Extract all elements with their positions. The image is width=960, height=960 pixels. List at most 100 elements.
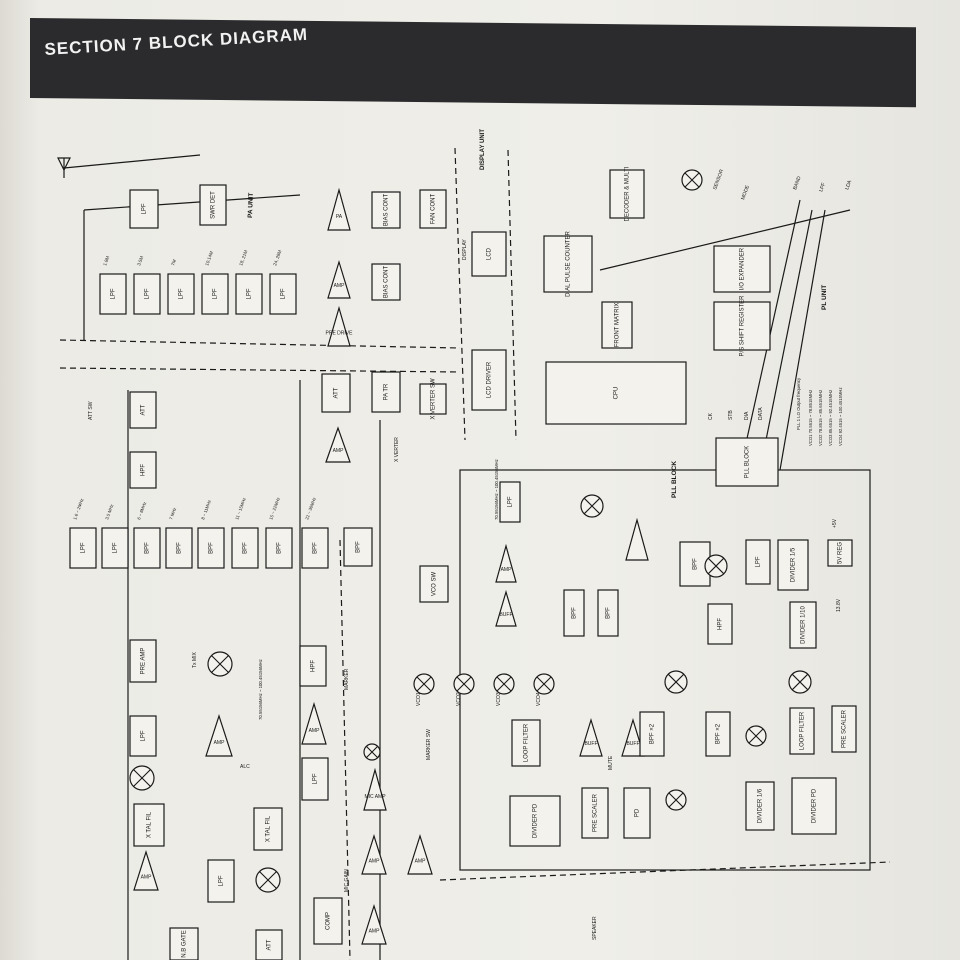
alc-label: ALC xyxy=(240,764,250,770)
att-2-label: ATT xyxy=(334,387,340,398)
vco-2-icon-cross xyxy=(456,676,472,692)
mixer-tx-cross xyxy=(211,655,229,673)
divider-pd2-label: DIVIDER PD xyxy=(812,788,818,823)
mic-gain-label: MIC GAIN xyxy=(344,869,350,892)
lpf-4-box xyxy=(207,859,235,903)
bpf-pll-label: BPF xyxy=(693,558,699,570)
freq-mix-1: 70.55156MHz ~ 100.45156MHz xyxy=(258,659,263,720)
pre-drive-label: PRE DRIVE xyxy=(326,331,354,337)
hpf-pll-box xyxy=(707,603,733,645)
divider-pd-label: DIVIDER PD xyxy=(533,803,539,838)
bpf-band-5: 11 ~ 15MHz xyxy=(234,497,247,520)
reg-5v-label: 5V REG xyxy=(838,542,844,564)
amp-q8-label: AMP xyxy=(214,740,226,746)
bpf-band-0: 1.6 ~ 2MHz xyxy=(72,498,84,520)
buff-2-label: BUFF xyxy=(626,741,639,747)
xtal-osc-2-cross xyxy=(748,728,764,744)
bpf-band-2: 6 ~ 8MHz xyxy=(136,501,147,520)
amp-drive-label: AMP xyxy=(334,283,346,289)
cpu-box xyxy=(545,361,687,425)
data-label: DATA xyxy=(758,407,764,420)
band-label-1: 3.5M xyxy=(136,255,144,266)
loop-filter-label: LOOP FILTER xyxy=(524,723,530,762)
lcd-box xyxy=(471,231,507,277)
decoder-label: DECODER & MULTI xyxy=(625,166,631,221)
mode: MODE xyxy=(740,184,751,201)
bias-cont-2-label: BIAS CONT xyxy=(384,265,390,298)
divider-16-label: DIVIDER 1/6 xyxy=(758,788,764,823)
pl-unit-label: PL UNIT xyxy=(821,285,828,310)
dial-pulse-label: DIAL PULSE COUNTER xyxy=(566,230,572,296)
pll-block-label: PLL BLOCK xyxy=(671,461,678,498)
bpf-bank-5-box xyxy=(231,527,259,569)
att-label: ATT xyxy=(141,404,147,415)
amp-agc-label: AMP xyxy=(141,875,153,881)
bias-cont-1-box xyxy=(371,191,401,229)
buff-vco-amp-symbol xyxy=(495,589,517,627)
bpf-bank-1-label: LPF xyxy=(113,542,119,553)
lpf-4-label: LPF xyxy=(219,875,225,886)
pre-scaler2-box xyxy=(831,705,857,753)
sensor: SENSOR xyxy=(712,168,725,190)
bpf-band-7: 22 ~ 30MHz xyxy=(304,497,317,521)
xtal-fil-2-box xyxy=(253,807,283,851)
bpf-x2a-box xyxy=(639,711,665,757)
amp-q4-amp-symbol xyxy=(325,426,351,463)
divider-pd-box xyxy=(509,795,561,847)
loop-filter-box xyxy=(511,719,541,767)
lpf-bank-2-label: LPF xyxy=(179,288,185,299)
nb-gate-label: N.B GATE xyxy=(182,930,188,958)
band-label-5: 24, 28M xyxy=(272,249,282,266)
vco-range-2: VCO3 85.6515 ~ 92.4515MHz xyxy=(828,390,833,446)
bpf-bank-3-box xyxy=(165,527,193,569)
lpf-bank-1-label: LPF xyxy=(145,288,151,299)
vco-range-0: VCO1 70.5515 ~ 78.8515MHz xyxy=(808,390,813,446)
pll-mixer-2-cross xyxy=(707,557,725,575)
pa-amp-symbol xyxy=(327,187,351,231)
pll-block-box-label: PLL BLOCK xyxy=(745,446,751,478)
pll-mixer-1-cross xyxy=(583,497,601,515)
bpf-bank-2-box xyxy=(133,527,161,569)
loop-filter2-label: LOOP FILTER xyxy=(800,711,806,750)
dia-label: DIA xyxy=(744,411,750,420)
nb-gate-box xyxy=(169,927,199,960)
pa-label: PA xyxy=(336,214,343,220)
lpf-top-box xyxy=(129,189,159,229)
bpf-pll2-box xyxy=(563,589,585,637)
reg-5v-box xyxy=(827,539,853,567)
display-unit-label: DISPLAY UNIT xyxy=(480,129,486,170)
lpf-3-box xyxy=(301,757,329,801)
bpf-bank-4-label: BPF xyxy=(209,542,215,554)
pre-drive-amp-symbol xyxy=(327,305,351,347)
vco-3-icon-cross xyxy=(496,676,512,692)
mute-label: MUTE xyxy=(608,755,614,770)
amp-mic2-label: AMP xyxy=(415,859,427,865)
bpf-bank-4-box xyxy=(197,527,225,569)
att-box xyxy=(129,391,157,429)
bpf-bank-0-label: LPF xyxy=(81,542,87,553)
bpf-x2b-label: BPF ×2 xyxy=(716,723,722,744)
lpf-top-label: LPF xyxy=(142,203,148,214)
vco-sw-label: VCO SW xyxy=(432,572,438,597)
amp-mic3-amp-symbol xyxy=(361,904,387,945)
hpf-box xyxy=(129,451,157,489)
bpf-bank-5-label: BPF xyxy=(243,542,249,554)
amp-q1-label: AMP xyxy=(309,728,321,734)
bpf-bank-2-label: BPF xyxy=(145,542,151,554)
bpf-bank-6-label: BPF xyxy=(277,542,283,554)
io-expander-box xyxy=(713,245,771,293)
amp-q8-amp-symbol xyxy=(205,714,233,757)
amp-q4-label: AMP xyxy=(333,448,345,454)
lpf-bank-2-box xyxy=(167,273,195,315)
pll-block-box-box xyxy=(715,437,779,487)
mic-amp-label: MIC AMP xyxy=(364,794,386,800)
lpf-mix-box xyxy=(129,715,157,757)
vco-range-3: VCO4 92.4515 ~ 100.4515MHz xyxy=(838,387,843,446)
cpu-label: CPU xyxy=(614,387,620,400)
amp-vco-label: AMP xyxy=(501,567,513,573)
vco-range-1: VCO2 78.8515 ~ 85.6515MHz xyxy=(818,390,823,446)
sensor-icon-cross xyxy=(684,172,700,188)
v5-label: +5V xyxy=(832,518,838,528)
xtal-fil-1-box xyxy=(133,803,165,847)
att-2-box xyxy=(321,373,351,413)
